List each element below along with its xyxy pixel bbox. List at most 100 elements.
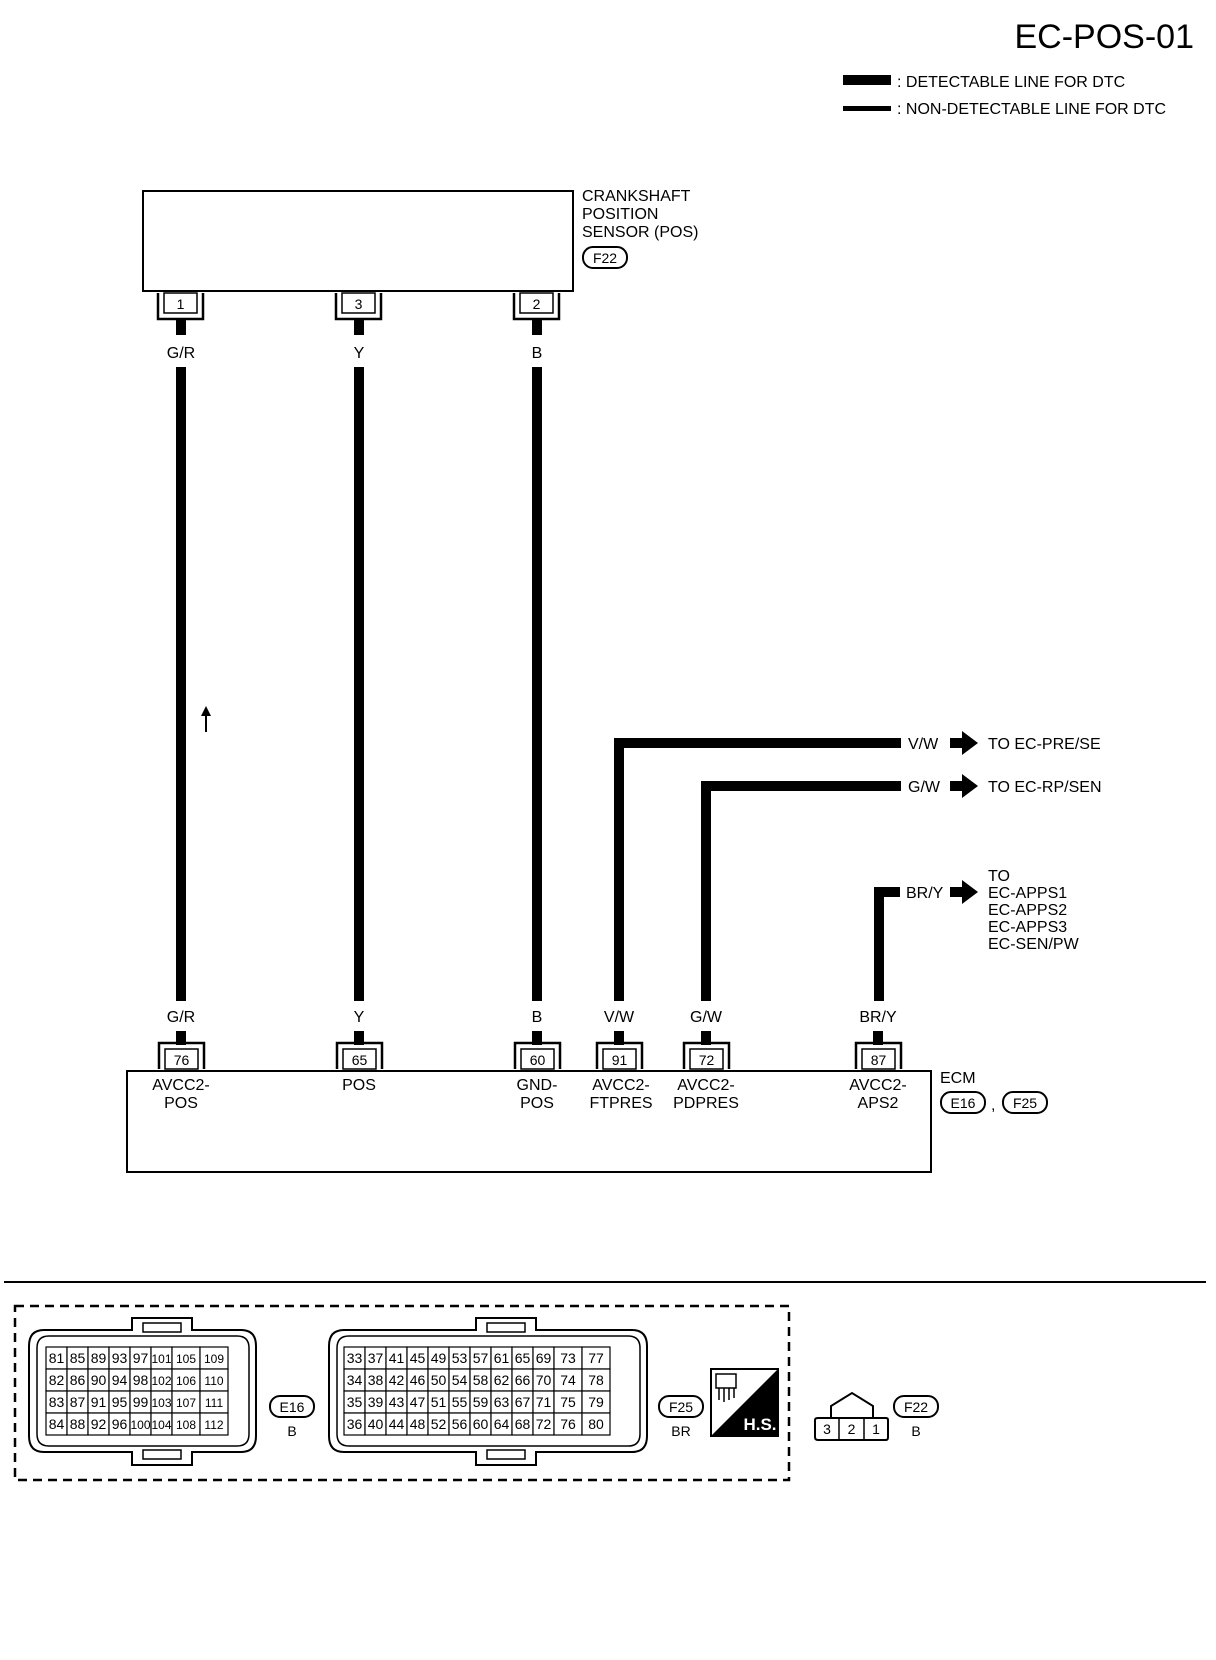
svg-text:91: 91 (612, 1052, 628, 1068)
e16-pin-111: 111 (205, 1396, 224, 1410)
ecm-body (126, 1070, 932, 1173)
sensor-body (142, 190, 574, 292)
e16-pin-85: 85 (70, 1350, 86, 1366)
ecm-terminal-91-l1: AVCC2- (592, 1077, 650, 1094)
f25-pin-43: 43 (389, 1394, 405, 1410)
e16-pin-84: 84 (49, 1416, 65, 1432)
e16-pin-96: 96 (112, 1416, 128, 1432)
e16-pin-102: 102 (151, 1374, 171, 1388)
ecm-pin-60: 60 (513, 1041, 562, 1070)
f25-pin-40: 40 (368, 1416, 384, 1432)
e16-pin-100: 100 (130, 1418, 150, 1432)
e16-pin-81: 81 (49, 1350, 65, 1366)
ecm-connector-separator: , (991, 1097, 995, 1114)
f25-pin-60: 60 (473, 1416, 489, 1432)
f25-pin-48: 48 (410, 1416, 426, 1432)
f25-pin-41: 41 (389, 1350, 405, 1366)
e16-pin-94: 94 (112, 1372, 128, 1388)
sensor-name-line3: SENSOR (POS) (582, 224, 698, 241)
ecm-pin-87: 87 (854, 1041, 903, 1070)
wire-gw-end-label: G/W (908, 779, 941, 796)
e16-pin-99: 99 (133, 1394, 149, 1410)
legend-nondetectable-label: : NON-DETECTABLE LINE FOR DTC (897, 101, 1166, 118)
f25-pin-56: 56 (452, 1416, 468, 1432)
wire-bry-end-label: BR/Y (906, 885, 944, 902)
f25-pin-61: 61 (494, 1350, 510, 1366)
f25-pin-44: 44 (389, 1416, 405, 1432)
svg-text:65: 65 (352, 1052, 368, 1068)
f25-pin-65: 65 (515, 1350, 531, 1366)
branch-bry-dest-4: EC-SEN/PW (988, 936, 1080, 953)
e16-pin-87: 87 (70, 1394, 86, 1410)
f25-pin-37: 37 (368, 1350, 384, 1366)
f25-pin-46: 46 (410, 1372, 426, 1388)
wire-b-bottom-label: B (532, 1009, 543, 1026)
ecm-connector-f25-badge (1002, 1091, 1048, 1114)
arrow-right-icon (950, 731, 978, 755)
e16-color: B (287, 1423, 296, 1439)
ecm-terminal-65-l1: POS (342, 1077, 376, 1094)
connector-views-frame (13, 1304, 791, 1482)
f25-pin-70: 70 (536, 1372, 552, 1388)
e16-pin-105: 105 (176, 1352, 196, 1366)
wire-vw-bottom-label: V/W (604, 1009, 635, 1026)
f25-pin-71: 71 (536, 1394, 552, 1410)
f25-pin-72: 72 (536, 1416, 552, 1432)
f25-pin-80: 80 (588, 1416, 604, 1432)
f25-pin-74: 74 (560, 1372, 576, 1388)
f25-pin-57: 57 (473, 1350, 489, 1366)
f22-id: F22 (904, 1399, 928, 1415)
f25-pin-64: 64 (494, 1416, 510, 1432)
f25-pin-66: 66 (515, 1372, 531, 1388)
sensor-pin-3: 3 (334, 292, 383, 321)
f25-pin-38: 38 (368, 1372, 384, 1388)
svg-text:2: 2 (533, 296, 541, 312)
f22-pin-3: 3 (823, 1421, 831, 1437)
e16-pin-109: 109 (204, 1352, 224, 1366)
e16-pin-89: 89 (91, 1350, 107, 1366)
f25-pin-cell (581, 1412, 611, 1436)
f25-pin-49: 49 (431, 1350, 447, 1366)
f22-pin-1: 1 (872, 1421, 880, 1437)
legend-detectable-swatch (843, 75, 891, 85)
ecm-terminal-91-l2: FTPRES (589, 1095, 652, 1112)
branch-bry-dest-1: EC-APPS1 (988, 885, 1067, 902)
arrow-right-icon (950, 774, 978, 798)
ecm-terminal-60-l2: POS (520, 1095, 554, 1112)
f22-pin-2: 2 (848, 1421, 856, 1437)
ecm-terminal-72-l2: PDPRES (673, 1095, 739, 1112)
f25-pin-52: 52 (431, 1416, 447, 1432)
sensor-pin-1: 1 (156, 292, 205, 321)
f25-pin-69: 69 (536, 1350, 552, 1366)
wire-b: B B (532, 319, 543, 1045)
ecm-label: ECM (940, 1070, 976, 1087)
ecm-terminal-76-l2: POS (164, 1095, 198, 1112)
f22-id-badge (893, 1395, 939, 1418)
ecm-connector-e16-badge (940, 1091, 986, 1114)
ecm-pin-91: 91 (595, 1041, 644, 1070)
page-id: EC-POS-01 (1015, 18, 1195, 56)
f25-pin-62: 62 (494, 1372, 510, 1388)
ecm-connector-f25: F25 (1013, 1095, 1037, 1111)
f25-pin-78: 78 (588, 1372, 604, 1388)
e16-pin-107: 107 (176, 1396, 196, 1410)
ecm-terminal-60-l1: GND- (517, 1077, 558, 1094)
e16-id: E16 (280, 1399, 305, 1415)
sensor-pin-2: 2 (512, 292, 561, 321)
e16-pin-110: 110 (204, 1374, 223, 1388)
ecm-terminal-72-l1: AVCC2- (677, 1077, 735, 1094)
e16-pin-97: 97 (133, 1350, 149, 1366)
f25-color: BR (671, 1423, 690, 1439)
f25-id-badge (658, 1395, 704, 1418)
legend: : DETECTABLE LINE FOR DTC : NON-DETECTAB… (843, 74, 1166, 118)
sensor-name-line1: CRANKSHAFT (582, 188, 691, 205)
wire-gr: G/R G/R (167, 319, 195, 1045)
svg-text:76: 76 (174, 1052, 190, 1068)
f25-pin-68: 68 (515, 1416, 531, 1432)
arrow-right-icon (950, 880, 978, 904)
f25-pin-34: 34 (347, 1372, 363, 1388)
f25-pin-76: 76 (560, 1416, 576, 1432)
branch-bry-dest-3: EC-APPS3 (988, 919, 1067, 936)
